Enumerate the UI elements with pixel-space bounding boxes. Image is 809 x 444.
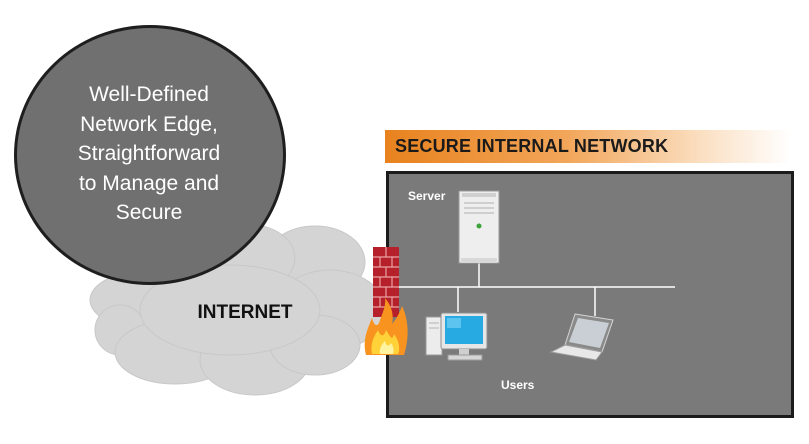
internet-label: INTERNET bbox=[197, 302, 293, 323]
bubble-line: Network Edge, bbox=[80, 112, 218, 136]
bubble-line: Secure bbox=[115, 201, 183, 224]
network-header: SECURE INTERNAL NETWORK bbox=[385, 130, 790, 163]
bubble-caption: Well-Defined Network Edge, Straightforwa… bbox=[44, 80, 254, 228]
network-edge-bubble bbox=[14, 25, 286, 285]
server-icon bbox=[458, 190, 500, 264]
network-title: SECURE INTERNAL NETWORK bbox=[395, 136, 669, 156]
users-label: Users bbox=[501, 378, 535, 392]
server-label: Server bbox=[408, 189, 446, 203]
bubble-line: Well-Defined bbox=[89, 83, 209, 106]
connection-lines bbox=[395, 262, 675, 316]
bubble-line: Straightforward bbox=[77, 142, 221, 165]
laptop-icon bbox=[549, 313, 614, 361]
desktop-computer-icon bbox=[425, 312, 488, 361]
firewall-icon bbox=[364, 247, 408, 355]
bubble-line: to Manage and bbox=[78, 171, 220, 195]
secure-network-box bbox=[386, 171, 794, 418]
